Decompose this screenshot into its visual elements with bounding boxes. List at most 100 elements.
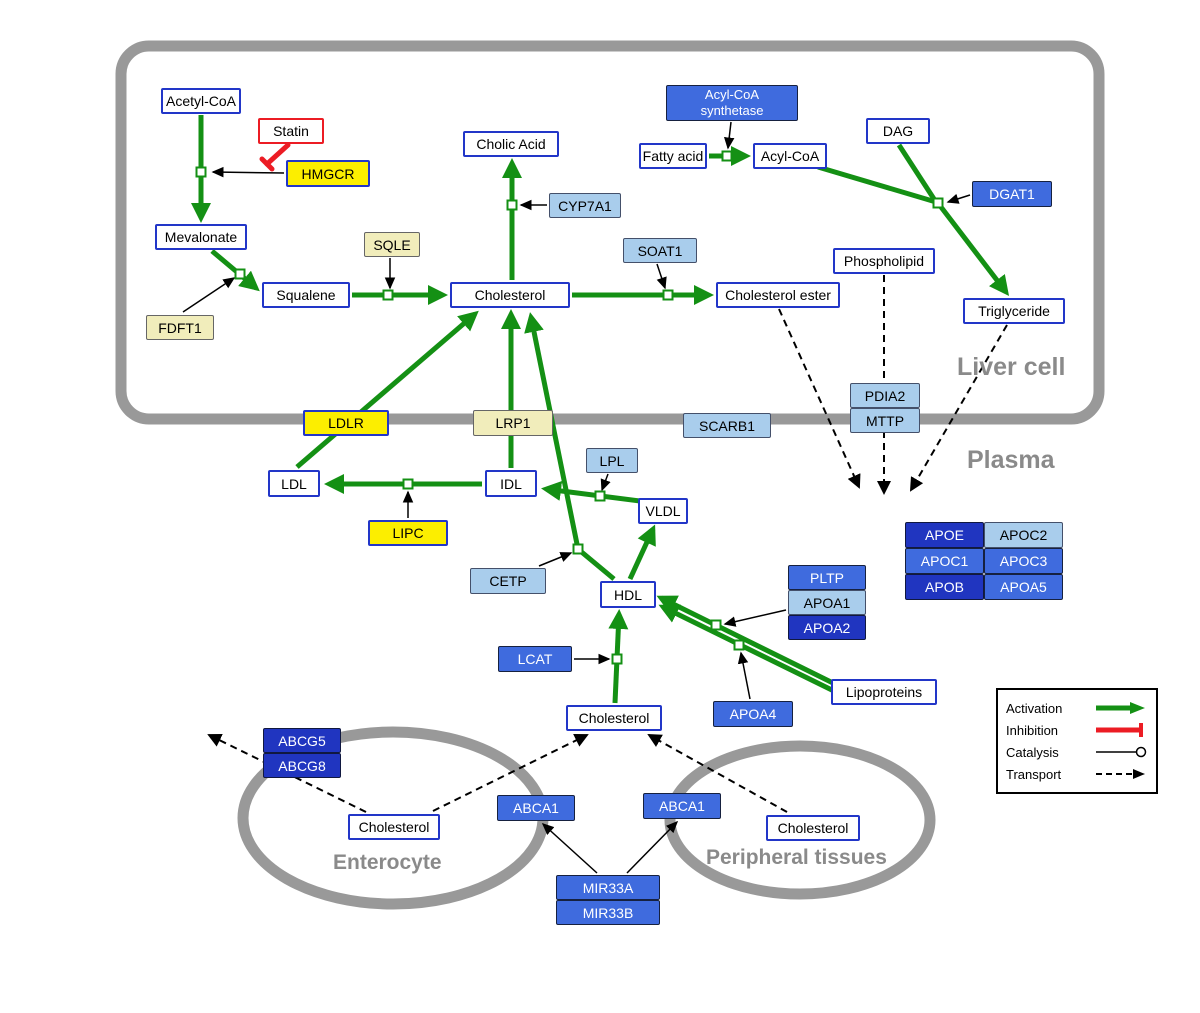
edge-mir33-abca1-right bbox=[626, 820, 679, 874]
node-phospholipid[interactable]: Phospholipid bbox=[833, 248, 935, 274]
legend-activation-label: Activation bbox=[1006, 700, 1063, 716]
node-abca1-enterocyte[interactable]: ABCA1 bbox=[497, 795, 575, 821]
node-abcg8[interactable]: ABCG8 bbox=[263, 753, 341, 778]
activation-arrow-icon bbox=[1096, 702, 1145, 714]
node-abca1-peripheral[interactable]: ABCA1 bbox=[643, 793, 721, 819]
inhibition-tbar-icon bbox=[1096, 723, 1143, 737]
statin-inhibition-tbar bbox=[259, 156, 275, 172]
node-mttp[interactable]: MTTP bbox=[850, 408, 920, 433]
legend-row-activation: Activation bbox=[1006, 697, 1148, 719]
node-fatty-acid[interactable]: Fatty acid bbox=[639, 143, 707, 169]
edge-mevalonate-squalene bbox=[210, 249, 260, 292]
node-cholesterol-liver[interactable]: Cholesterol bbox=[450, 282, 570, 308]
node-apoa4[interactable]: APOA4 bbox=[713, 701, 793, 727]
legend-catalysis-label: Catalysis bbox=[1006, 744, 1059, 760]
peripheral-tissues-label: Peripheral tissues bbox=[706, 846, 887, 869]
node-statin[interactable]: Statin bbox=[258, 118, 324, 144]
node-cholesterol-ester[interactable]: Cholesterol ester bbox=[716, 282, 840, 308]
edge-statin-inhibition bbox=[264, 142, 291, 167]
plasma-label: Plasma bbox=[967, 446, 1055, 474]
legend-row-inhibition: Inhibition bbox=[1006, 719, 1148, 741]
liver-cell-membrane bbox=[115, 40, 1105, 425]
transport-arrow-icon bbox=[1096, 769, 1145, 779]
catalysis-circle-icon bbox=[1096, 746, 1147, 758]
node-mir33a[interactable]: MIR33A bbox=[556, 875, 660, 900]
node-dag[interactable]: DAG bbox=[866, 118, 930, 144]
edge-peripheral-cholesterol-plasma bbox=[647, 734, 788, 813]
edge-hdl-vldl bbox=[627, 524, 656, 581]
edge-enterocyte-cholesterol-plasma bbox=[432, 734, 589, 812]
node-apoa1[interactable]: APOA1 bbox=[788, 590, 866, 615]
acyl-coa-synthetase-line2: synthetase bbox=[700, 103, 764, 118]
node-apoc2[interactable]: APOC2 bbox=[984, 522, 1063, 548]
node-cyp7a1[interactable]: CYP7A1 bbox=[549, 193, 621, 218]
edge-lpl-catalysis bbox=[600, 473, 611, 492]
node-squalene[interactable]: Squalene bbox=[262, 282, 350, 308]
node-apoc1[interactable]: APOC1 bbox=[905, 548, 984, 574]
node-apoa5[interactable]: APOA5 bbox=[984, 574, 1063, 600]
node-cholesterol-enterocyte[interactable]: Cholesterol bbox=[348, 814, 440, 840]
node-idl[interactable]: IDL bbox=[485, 470, 537, 497]
node-ldlr[interactable]: LDLR bbox=[303, 410, 389, 436]
node-acyl-coa[interactable]: Acyl-CoA bbox=[753, 143, 827, 169]
node-apoc3[interactable]: APOC3 bbox=[984, 548, 1063, 574]
node-pltp[interactable]: PLTP bbox=[788, 565, 866, 590]
liver-cell-label: Liver cell bbox=[957, 353, 1066, 381]
legend-row-catalysis: Catalysis bbox=[1006, 741, 1148, 763]
node-dgat1[interactable]: DGAT1 bbox=[972, 181, 1052, 207]
node-apoe[interactable]: APOE bbox=[905, 522, 984, 548]
node-soat1[interactable]: SOAT1 bbox=[623, 238, 697, 263]
enterocyte-label: Enterocyte bbox=[333, 851, 442, 874]
legend-inhibition-label: Inhibition bbox=[1006, 722, 1059, 738]
node-abcg5[interactable]: ABCG5 bbox=[263, 728, 341, 753]
node-cholic-acid[interactable]: Cholic Acid bbox=[463, 131, 559, 157]
edge-vldl-idl bbox=[541, 480, 641, 504]
node-lipoproteins[interactable]: Lipoproteins bbox=[831, 679, 937, 705]
edge-apoa4-catalysis bbox=[737, 651, 751, 700]
edge-dgat1-catalysis bbox=[946, 193, 971, 204]
node-fdft1[interactable]: FDFT1 bbox=[146, 315, 214, 340]
node-lipc[interactable]: LIPC bbox=[368, 520, 448, 546]
node-mir33b[interactable]: MIR33B bbox=[556, 900, 660, 925]
edge-junction-triglyceride bbox=[939, 205, 1010, 296]
reaction-squares bbox=[195, 150, 944, 665]
edge-ldl-cholesterol-via-ldlr bbox=[295, 310, 479, 469]
node-cholesterol-peripheral[interactable]: Cholesterol bbox=[766, 815, 860, 841]
peripheral-tissues-membrane bbox=[664, 740, 936, 900]
node-cetp[interactable]: CETP bbox=[470, 568, 546, 594]
node-hmgcr[interactable]: HMGCR bbox=[286, 160, 370, 187]
node-acetyl-coa[interactable]: Acetyl-CoA bbox=[161, 88, 241, 114]
edge-dag-junction bbox=[896, 143, 937, 201]
node-triglyceride[interactable]: Triglyceride bbox=[963, 298, 1065, 324]
edge-apoa1-apoa2-catalysis bbox=[723, 609, 787, 627]
node-lpl[interactable]: LPL bbox=[586, 448, 638, 473]
node-cholesterol-plasma[interactable]: Cholesterol bbox=[566, 705, 662, 731]
edge-acylcoasynthetase-catalysis bbox=[723, 121, 735, 150]
node-lcat[interactable]: LCAT bbox=[498, 646, 572, 672]
edge-mir33-abca1-left bbox=[541, 822, 598, 874]
edge-hmgcr-catalysis bbox=[211, 166, 285, 178]
node-ldl[interactable]: LDL bbox=[268, 470, 320, 497]
edge-cetp-catalysis bbox=[538, 552, 573, 567]
node-vldl[interactable]: VLDL bbox=[638, 498, 688, 524]
edge-fdft1-catalysis bbox=[182, 277, 236, 313]
legend-transport-label: Transport bbox=[1006, 766, 1062, 782]
node-apoa2[interactable]: APOA2 bbox=[788, 615, 866, 640]
node-sqle[interactable]: SQLE bbox=[364, 232, 420, 257]
node-apob[interactable]: APOB bbox=[905, 574, 984, 600]
node-scarb1[interactable]: SCARB1 bbox=[683, 413, 771, 438]
edge-lipoproteins-hdl-upper bbox=[656, 595, 835, 686]
edge-soat1-catalysis bbox=[656, 263, 667, 290]
node-acyl-coa-synthetase[interactable]: Acyl-CoA synthetase bbox=[666, 85, 798, 121]
node-lrp1[interactable]: LRP1 bbox=[473, 410, 553, 436]
edge-cholesterolester-plasma bbox=[778, 308, 861, 489]
legend: Activation Inhibition Catalysis Transpor… bbox=[996, 688, 1158, 794]
legend-row-transport: Transport bbox=[1006, 763, 1148, 785]
node-hdl[interactable]: HDL bbox=[600, 581, 656, 608]
node-mevalonate[interactable]: Mevalonate bbox=[155, 224, 247, 250]
edge-acylcoa-junction bbox=[817, 164, 937, 205]
node-pdia2[interactable]: PDIA2 bbox=[850, 383, 920, 408]
edge-lipoproteins-hdl-lower bbox=[658, 604, 842, 697]
